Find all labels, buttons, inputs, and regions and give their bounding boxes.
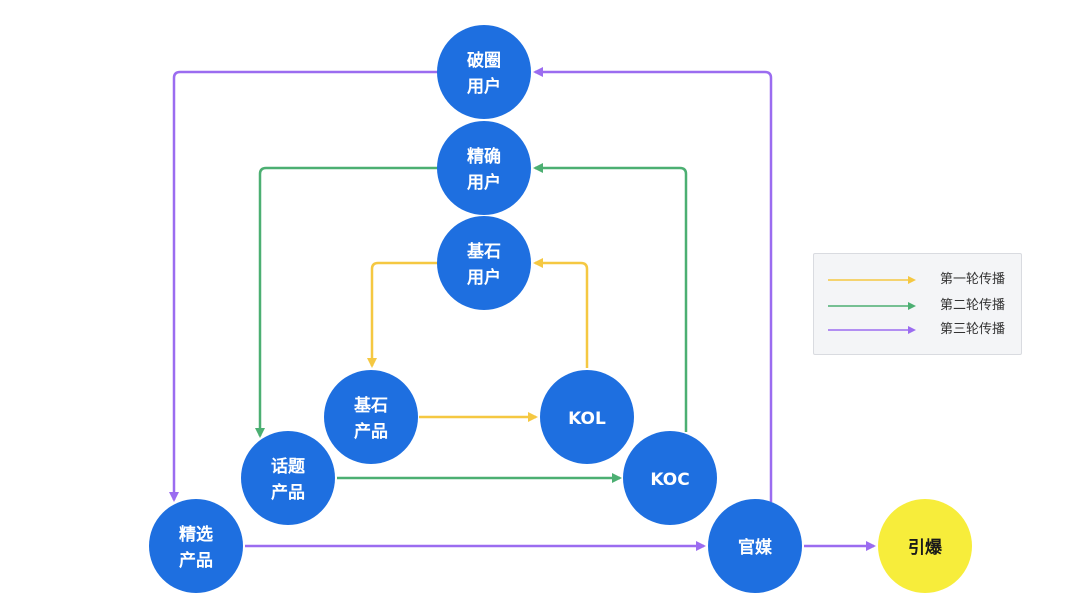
node-jishi-product-line2: 产品 bbox=[354, 421, 388, 442]
node-yinbao-label: 引爆 bbox=[908, 538, 943, 558]
node-jingque-user: 精确 用户 bbox=[437, 121, 531, 215]
edge-kol-to-jishi-user bbox=[533, 258, 589, 368]
node-jishi-user-line1: 基石 bbox=[466, 241, 501, 262]
node-jingxuan-product-line1: 精选 bbox=[179, 524, 213, 545]
legend-item-round3: 第三轮传播 bbox=[828, 320, 1018, 340]
node-kol: KOL bbox=[540, 370, 634, 464]
node-jingxuan-product-line2: 产品 bbox=[179, 550, 213, 571]
node-koc-label: KOC bbox=[650, 470, 689, 490]
node-guanmei-label: 官媒 bbox=[738, 537, 773, 558]
round1-edges bbox=[367, 258, 589, 422]
round2-edges bbox=[255, 163, 688, 483]
edge-koc-to-jingque bbox=[533, 163, 688, 432]
edge-guanmei-to-pokuan bbox=[533, 67, 773, 502]
node-huati-product-line1: 话题 bbox=[271, 456, 306, 477]
node-pokuan-user: 破圈 用户 bbox=[437, 25, 531, 119]
node-pokuan-user-line1: 破圈 bbox=[467, 50, 501, 71]
legend-item-round2: 第二轮传播 bbox=[828, 296, 1018, 316]
node-jingxuan-product: 精选 产品 bbox=[149, 499, 243, 593]
node-kol-label: KOL bbox=[568, 409, 606, 429]
legend-item-round1: 第一轮传播 bbox=[828, 270, 1018, 290]
node-huati-product-line2: 产品 bbox=[271, 482, 305, 503]
legend-label-round1: 第一轮传播 bbox=[940, 272, 1006, 287]
node-jishi-product-line1: 基石 bbox=[353, 395, 388, 416]
node-jishi-user-line2: 用户 bbox=[467, 267, 501, 288]
legend-arrow-round3 bbox=[828, 326, 916, 334]
node-jingque-user-line2: 用户 bbox=[467, 172, 501, 193]
node-guanmei: 官媒 bbox=[708, 499, 802, 593]
legend-arrow-round1 bbox=[828, 276, 916, 284]
node-yinbao: 引爆 bbox=[878, 499, 972, 593]
node-huati-product: 话题 产品 bbox=[241, 431, 335, 525]
legend-label-round2: 第二轮传播 bbox=[940, 298, 1006, 313]
legend-arrow-round2 bbox=[828, 302, 916, 310]
round3-edges bbox=[169, 67, 876, 551]
node-koc: KOC bbox=[623, 431, 717, 525]
edge-pokuan-to-jingxuan bbox=[169, 70, 438, 502]
edge-jishi-user-to-jishi-product bbox=[367, 261, 438, 368]
node-jishi-user: 基石 用户 bbox=[437, 216, 531, 310]
node-jingque-user-line1: 精确 bbox=[467, 146, 501, 167]
node-pokuan-user-line2: 用户 bbox=[467, 76, 501, 97]
legend: 第一轮传播 第二轮传播 第三轮传播 bbox=[813, 253, 1022, 355]
legend-label-round3: 第三轮传播 bbox=[940, 322, 1006, 337]
edge-jingque-to-huati bbox=[255, 166, 438, 438]
node-jishi-product: 基石 产品 bbox=[324, 370, 418, 464]
